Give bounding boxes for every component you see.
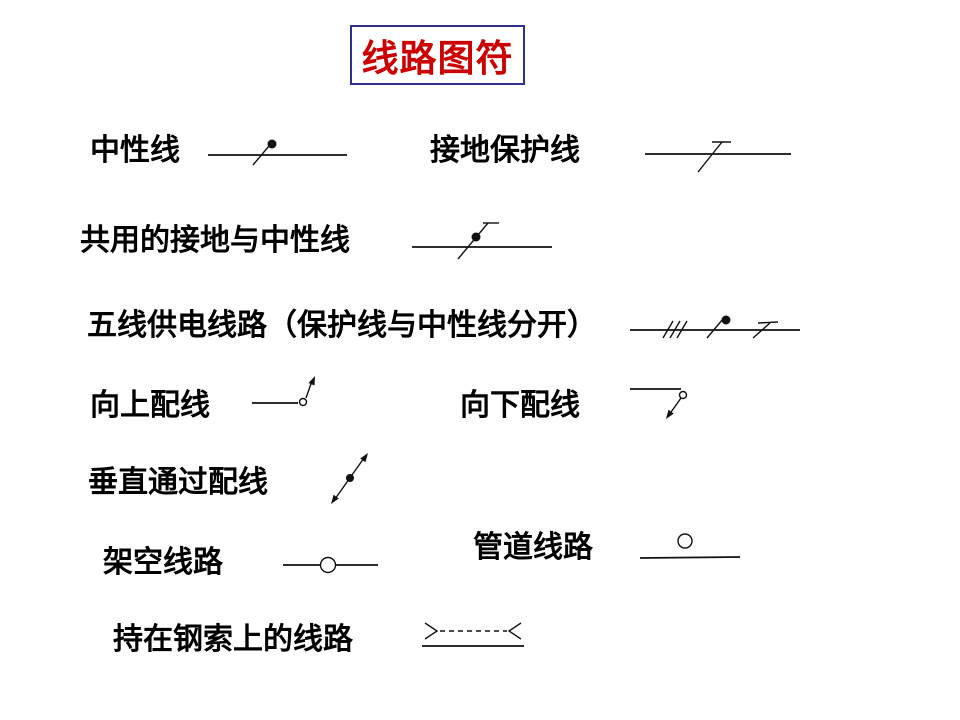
label-conduit-line: 管道线路 <box>473 531 593 564</box>
label-five-wire-supply-line: 五线供电线路（保护线与中性线分开） <box>87 309 597 342</box>
overhead-line-symbol <box>283 556 378 574</box>
title-box: 线路图符 <box>350 25 525 85</box>
label-shared-ground-neutral-line: 共用的接地与中性线 <box>80 224 350 257</box>
five-wire-supply-line-symbol <box>630 315 800 339</box>
label-ground-protection-line: 接地保护线 <box>430 134 580 167</box>
vertical-through-wiring-symbol <box>331 453 368 504</box>
label-wiring-downward: 向下配线 <box>460 389 580 422</box>
wiring-upward-symbol <box>252 376 315 407</box>
label-vertical-through-wiring: 垂直通过配线 <box>88 466 268 499</box>
neutral-line-symbol <box>208 139 347 166</box>
conduit-line-symbol <box>639 533 741 559</box>
shared-ground-neutral-line-symbol <box>412 222 552 260</box>
ground-protection-line-symbol <box>645 141 791 173</box>
line-on-steel-cable-symbol <box>422 622 524 647</box>
label-overhead-line: 架空线路 <box>103 546 223 579</box>
slide-title: 线路图符 <box>361 38 514 79</box>
wiring-downward-symbol <box>630 388 688 419</box>
label-wiring-upward: 向上配线 <box>90 389 210 422</box>
label-line-on-steel-cable: 持在钢索上的线路 <box>113 623 353 656</box>
label-neutral-line: 中性线 <box>90 134 180 167</box>
